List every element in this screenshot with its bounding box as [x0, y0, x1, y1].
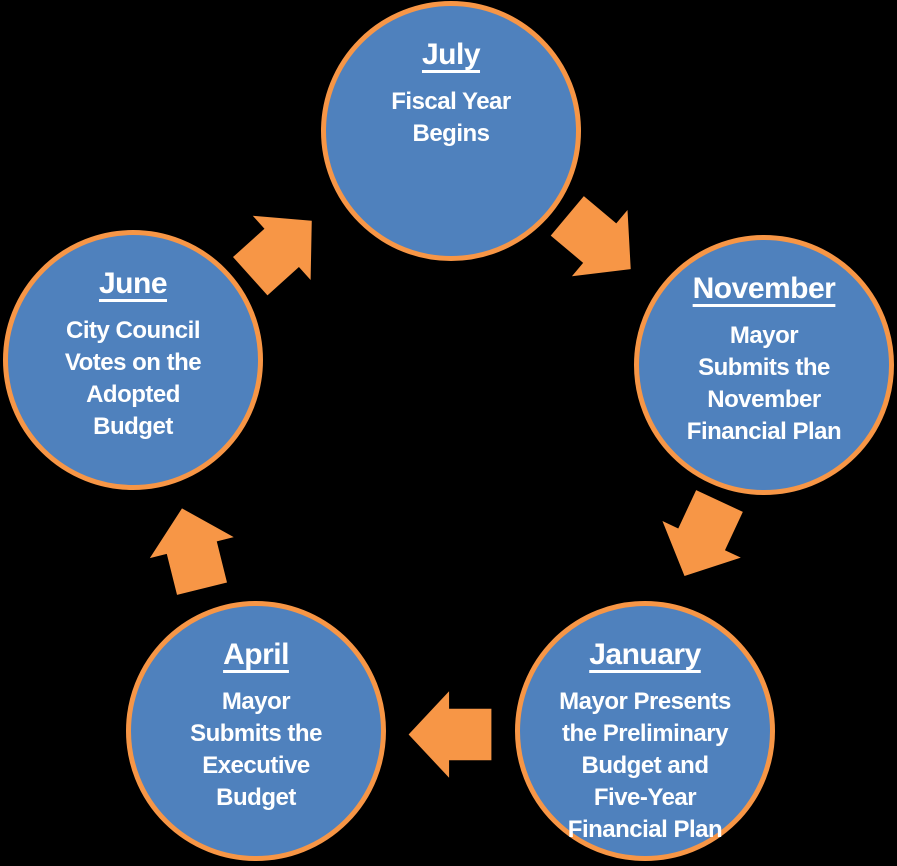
cycle-node-november: November Mayor Submits the November Fina… — [634, 235, 894, 495]
node-description: Mayor Submits the Executive Budget — [190, 688, 322, 811]
node-description: Mayor Submits the November Financial Pla… — [686, 322, 842, 445]
cycle-node-april: April Mayor Submits the Executive Budget — [126, 601, 386, 861]
node-month-label: November — [692, 272, 836, 305]
january-to-april-arrow-icon — [408, 691, 492, 778]
cycle-node-june: June City Council Votes on the Adopted B… — [3, 230, 263, 490]
april-to-june-arrow-icon — [149, 508, 234, 595]
cycle-node-july: July Fiscal Year Begins — [321, 1, 581, 261]
june-to-july-arrow-icon — [232, 215, 312, 296]
cycle-node-january: January Mayor Presents the Preliminary B… — [515, 601, 775, 861]
node-description: Mayor Presents the Preliminary Budget an… — [559, 688, 731, 843]
node-description: City Council Votes on the Adopted Budget — [64, 317, 202, 440]
node-month-label: January — [589, 638, 701, 671]
node-month-label: July — [421, 38, 481, 71]
node-description: Fiscal Year Begins — [391, 88, 511, 147]
july-to-november-arrow-icon — [550, 196, 631, 277]
node-month-label: April — [223, 638, 289, 671]
november-to-january-arrow-icon — [662, 490, 743, 577]
node-month-label: June — [98, 267, 168, 300]
